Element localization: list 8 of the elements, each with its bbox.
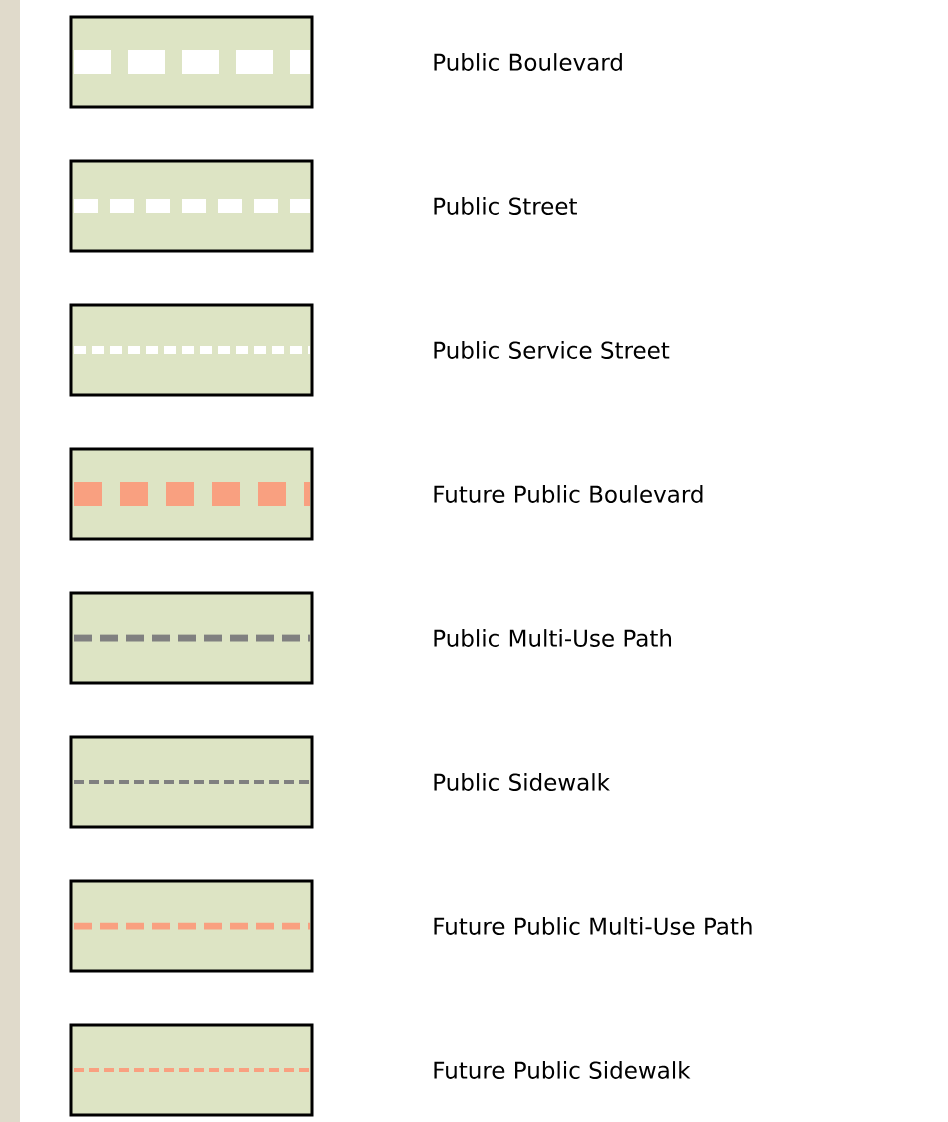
legend-label: Public Street bbox=[434, 197, 577, 215]
legend-label: Public Sidewalk bbox=[434, 773, 610, 791]
legend-label: Future Public Multi-Use Path bbox=[434, 917, 752, 935]
legend-label: Public Service Street bbox=[434, 341, 670, 359]
legend-label: Future Public Sidewalk bbox=[434, 1061, 691, 1079]
legend-label: Public Multi-Use Path bbox=[434, 629, 671, 647]
legend-label: Public Boulevard bbox=[434, 53, 622, 71]
legend-label: Future Public Boulevard bbox=[434, 485, 703, 503]
